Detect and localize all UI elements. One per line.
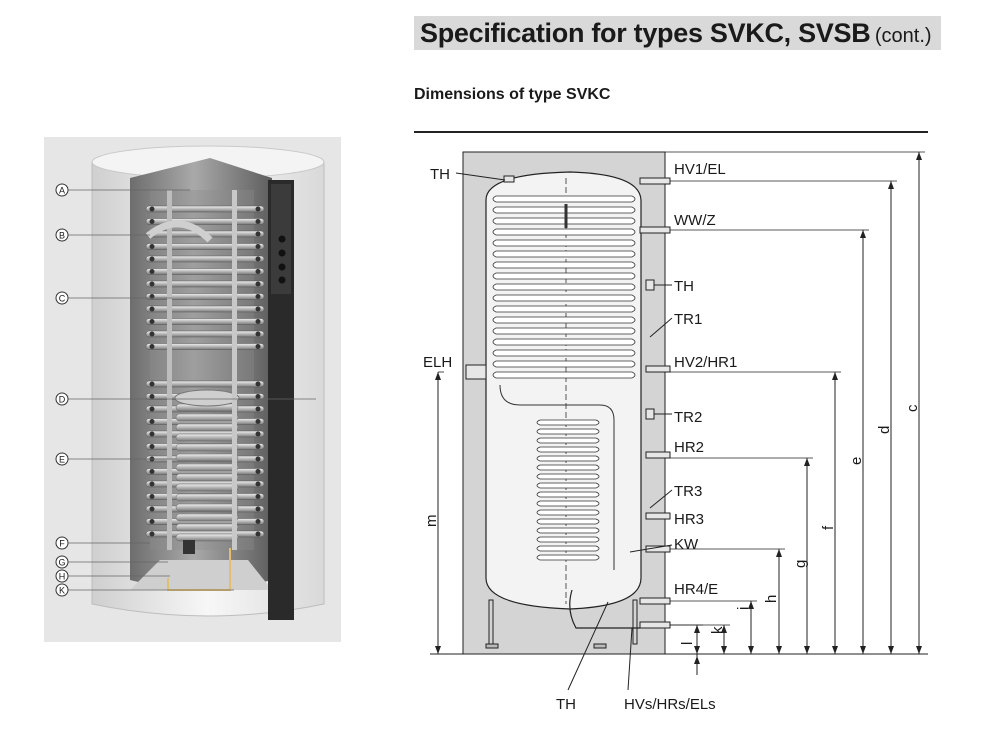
callout-h: H [59,572,66,582]
heading-rule [414,131,928,133]
upper-heat-exchanger [492,195,636,379]
label-tr3: TR3 [674,483,702,500]
label-leaders [455,172,673,691]
dim-label-e: e [848,457,865,465]
callout-c: C [59,294,66,304]
dim-label-i: i [735,607,752,610]
label-hr2: HR2 [674,439,704,456]
label-hv2-hr1: HV2/HR1 [674,354,737,371]
dim-label-d: d [876,426,893,434]
section-heading: Dimensions of type SVKC [414,86,611,103]
callout-a: A [59,186,65,196]
dim-label-c: c [904,404,921,412]
label-hv1-el: HV1/EL [674,161,726,178]
page-title-cont: (cont.) [874,25,932,47]
callout-k: K [59,586,65,596]
label-tr2: TR2 [674,409,702,426]
label-hr3: HR3 [674,511,704,528]
dimension-lines [430,151,928,675]
dim-label-m: m [423,515,440,528]
dim-label-g: g [792,560,809,568]
cutaway-control-strip [268,180,294,620]
return-pipe [569,589,640,629]
label-kw: KW [674,536,699,553]
dim-label-l: l [679,642,696,645]
cutaway-inner-coil [174,389,240,542]
callout-g: G [58,558,65,568]
connection-stubs [465,175,671,629]
label-tr1: TR1 [674,311,702,328]
dim-label-h: h [763,595,780,603]
dim-label-f: f [820,525,837,530]
label-elh: ELH [423,354,452,371]
label-ww-z: WW/Z [674,212,716,229]
callout-e: E [59,455,65,465]
tank-body [485,171,642,610]
lower-heat-exchanger [499,384,615,570]
tank-feet [485,599,638,649]
label-hr4-e: HR4/E [674,581,718,598]
callout-f: F [59,539,65,549]
page-title: Specification for types SVKC, SVSB (cont… [414,16,941,50]
label-th-mid: TH [674,278,694,295]
label-hvs-hrs-els: HVs/HRs/ELs [624,696,716,713]
label-th-top: TH [430,166,450,183]
dim-label-k: k [709,626,726,634]
callout-b: B [59,231,65,241]
page-title-main: Specification for types SVKC, SVSB [420,18,871,48]
label-th-bottom: TH [556,696,576,713]
callout-d: D [59,395,66,405]
